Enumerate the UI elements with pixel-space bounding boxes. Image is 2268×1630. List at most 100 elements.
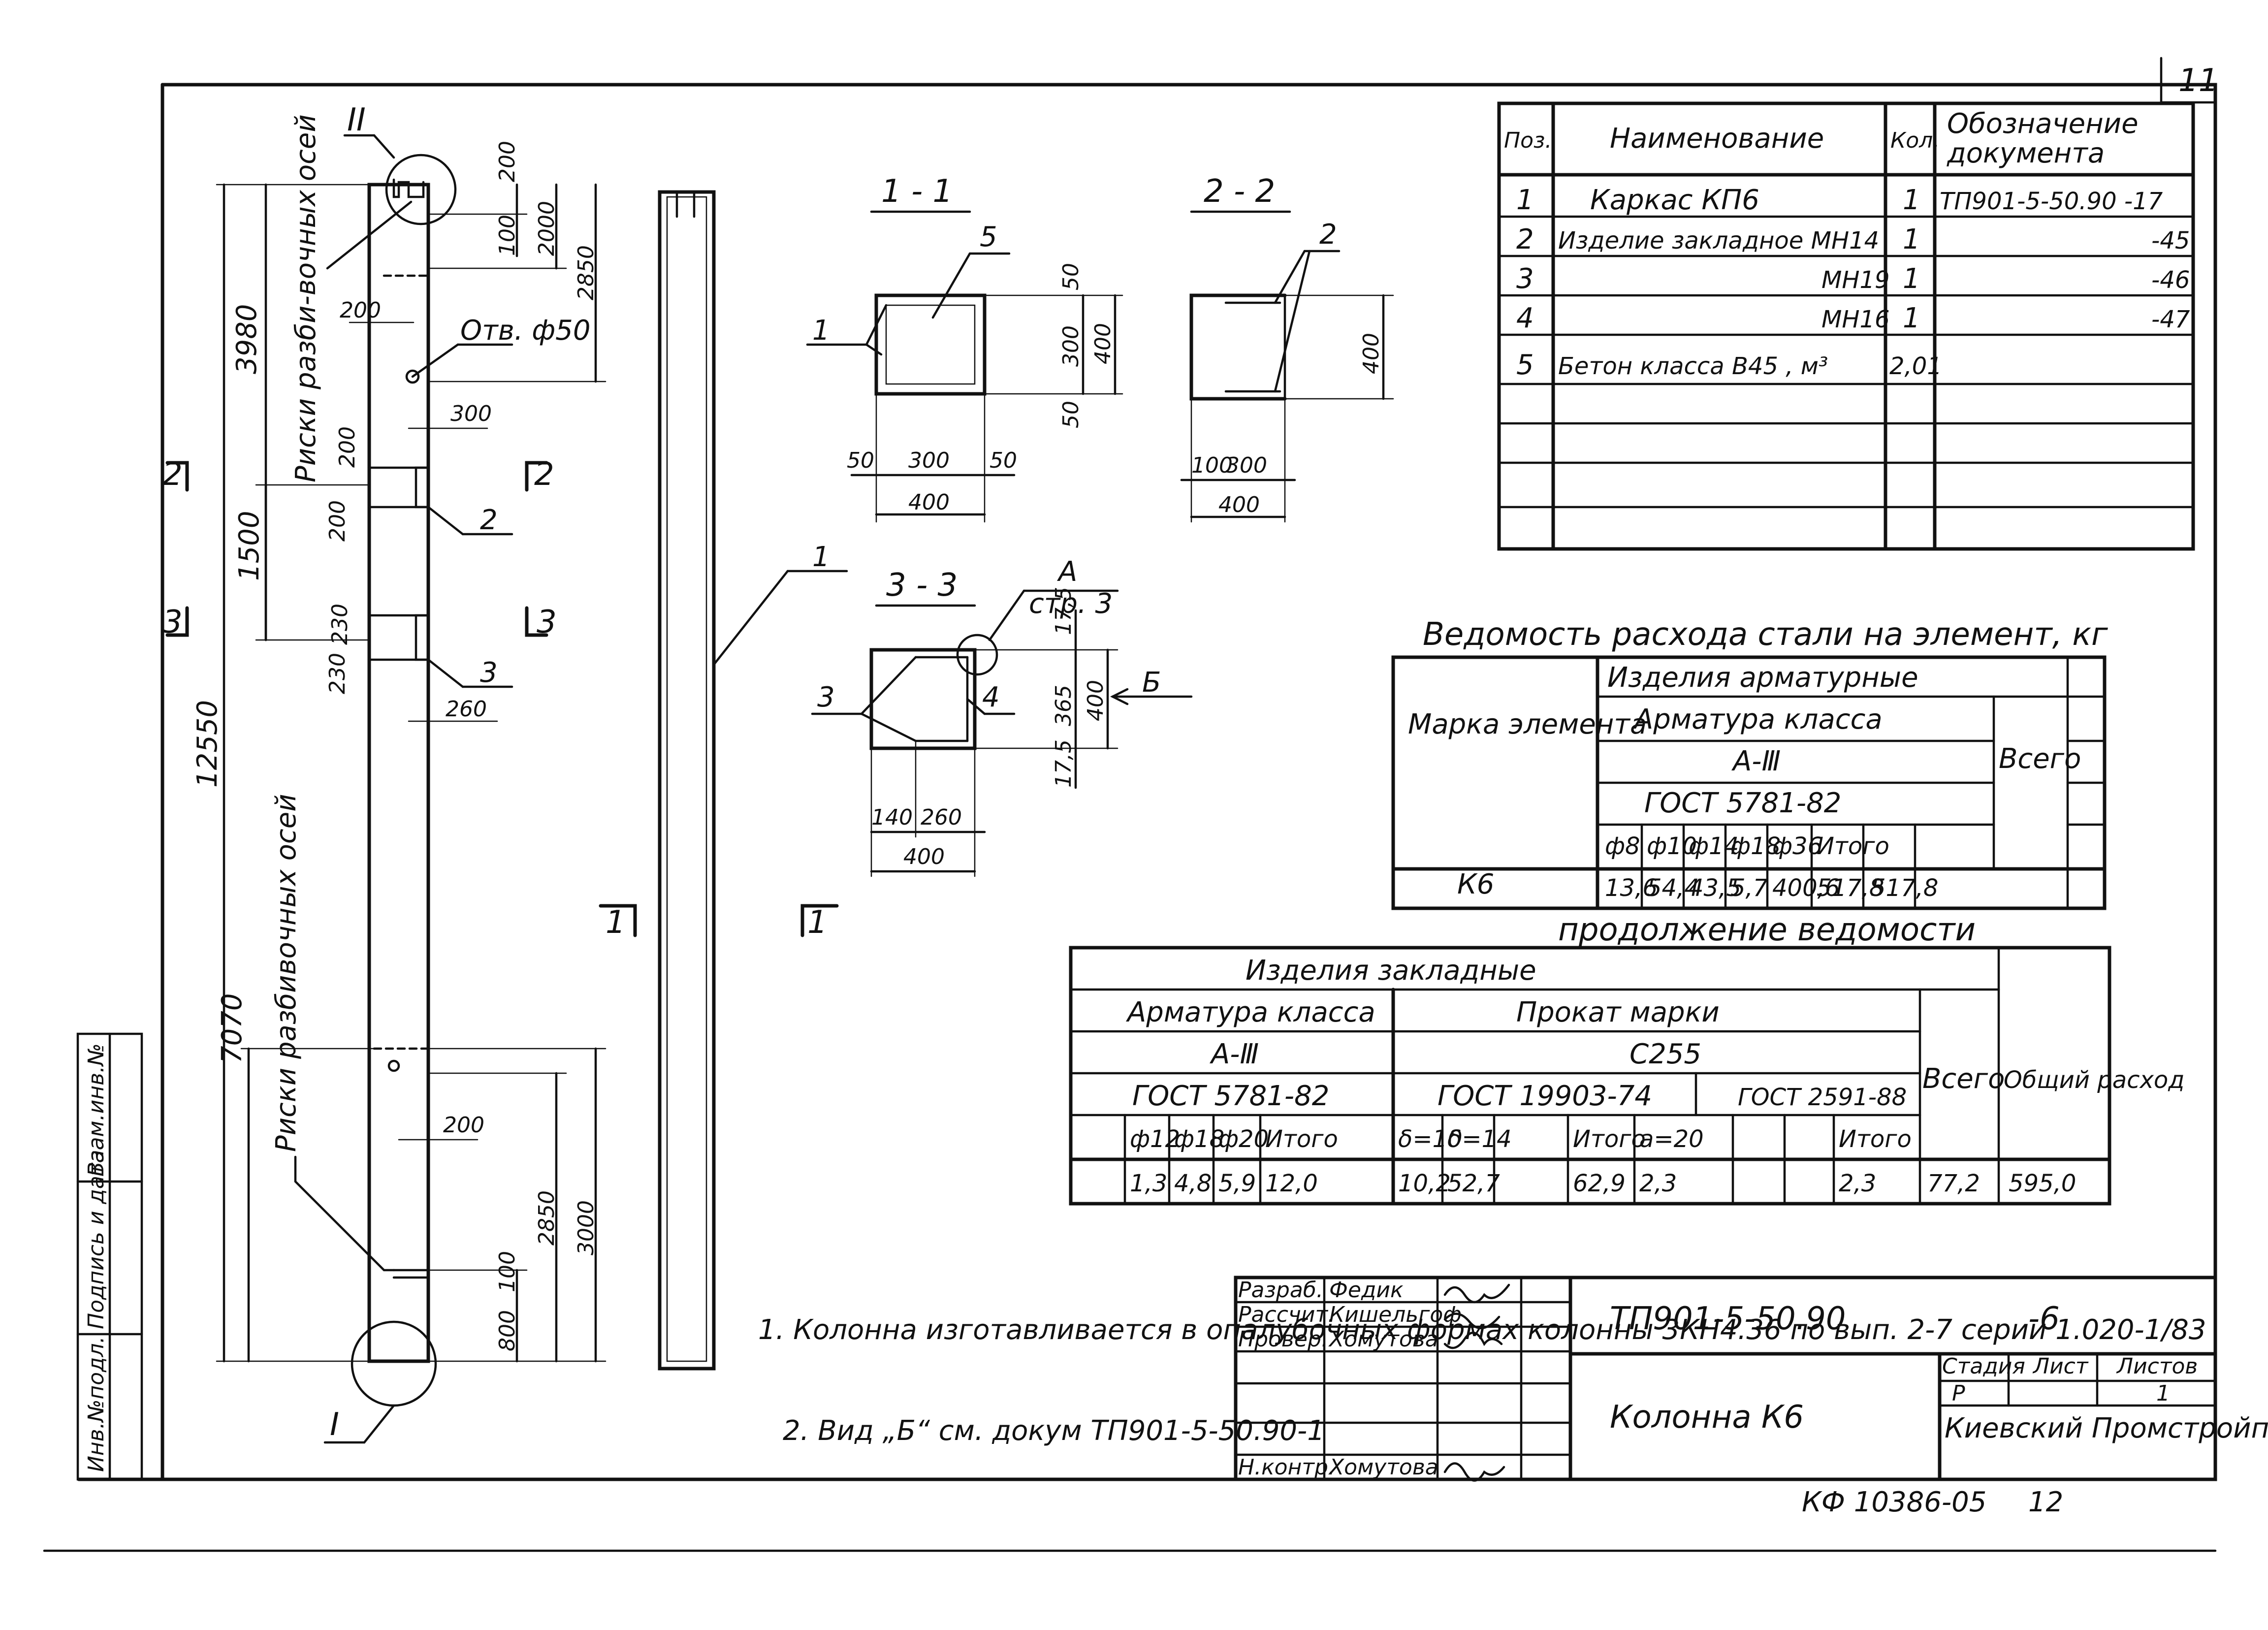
steel2-h-gost3: ГОСТ 2591-88 (1738, 1084, 1907, 1111)
tb-stage-h: Стадия (1942, 1354, 2025, 1379)
steel-v-5: 400,6 (1772, 874, 1840, 902)
steel-h-total: Всего (1999, 743, 2081, 775)
sec33-dim-400v: 400 (1083, 680, 1108, 721)
section-1-1: 1 - 1 5 1 300 50 50 400 50 300 50 400 (806, 173, 1123, 523)
pos-label-4: 4 (982, 681, 1000, 713)
sec33-dim-175a: 17,5 (1051, 587, 1076, 635)
spec-r5-qty: 2,01 (1889, 352, 1942, 380)
steel2-h-rebar-class: Арматура класса (1126, 996, 1375, 1028)
detail-A-ref: стр. 3 (1029, 588, 1113, 620)
dim-top-260: 260 (446, 697, 487, 722)
bottom-code: КФ 10386-05 (1802, 1486, 1986, 1518)
steel2-sub-4: Итого (1265, 1125, 1338, 1153)
dim-left-12550: 12550 (192, 700, 224, 788)
steel-h-products: Изделия арматурные (1607, 662, 1918, 694)
title-block: Разраб. Рассчит. Провер. Н.контр. Федик … (1234, 1276, 2268, 1482)
steel2-title: продолжение ведомости (1558, 912, 1976, 948)
spec-r2-doc: -45 (2151, 227, 2190, 255)
sec22-dim-400h: 400 (1218, 492, 1260, 517)
steel-sub-2: ф10 (1647, 832, 1697, 860)
pos-label-1b: 1 (812, 315, 830, 347)
sec11-dim-50a: 50 (1058, 263, 1084, 290)
tb-sheets: 1 (2156, 1381, 2170, 1406)
steel-v-2: 54,4 (1647, 874, 1699, 902)
sec11-dim-300h: 300 (908, 448, 950, 473)
steel-mark-header: Марка элемента (1408, 708, 1647, 740)
steel-mark: К6 (1457, 868, 1494, 900)
spec-r4-name: МН16 (1821, 306, 1890, 333)
steel2-h-overall: Общий расход (2004, 1066, 2184, 1094)
dim-top-2000: 2000 (534, 201, 559, 256)
tb-role-1: Разраб. (1238, 1278, 1323, 1303)
steel2-v-3: 5,9 (1218, 1170, 1256, 1197)
bottom-page: 12 (2028, 1486, 2063, 1518)
pos-label-1: 1 (812, 541, 830, 573)
steel-sub-3: ф14 (1689, 832, 1739, 860)
steel-sub-6: Итого (1817, 832, 1889, 860)
steel2-v-1: 1,3 (1130, 1170, 1167, 1197)
tb-sheets-h: Листов (2116, 1354, 2198, 1379)
tb-stage: Р (1952, 1381, 1965, 1406)
spec-r2-pos: 2 (1516, 224, 1534, 256)
label-axis-marks-bottom: Риски разбивочных осей (270, 794, 302, 1152)
steel2-v-9: 2,3 (1639, 1170, 1677, 1197)
steel2-h-embedded: Изделия закладные (1246, 955, 1536, 987)
sec11-dim-50c: 50 (847, 448, 874, 473)
spec-r3-name: МН19 (1821, 266, 1890, 294)
pos-label-3b: 3 (817, 681, 835, 713)
signature-2 (1443, 1312, 1501, 1330)
dim-top-300: 300 (450, 401, 492, 426)
spec-r5-pos: 5 (1516, 349, 1534, 381)
note-2: 2. Вид „Б“ см. докум ТП901-5-50.90-1 (783, 1415, 1325, 1447)
spec-r2-name: Изделие закладное МН14 (1558, 227, 1879, 255)
tb-name-6: Хомутова (1328, 1455, 1438, 1480)
steel-v-6: 517,8 (1817, 874, 1884, 902)
sec11-dim-400v: 400 (1090, 323, 1116, 364)
spec-h-qty: Кол. (1890, 128, 1940, 153)
steel2-total: 77,2 (1927, 1170, 1980, 1197)
tb-sheet-h: Лист (2032, 1354, 2089, 1379)
dim-left-7070: 7070 (216, 993, 248, 1063)
sec33-dim-400h: 400 (903, 844, 945, 869)
steel2-sub-8: Итого (1573, 1125, 1646, 1153)
column-side-view: 1 (658, 190, 848, 1371)
steel-h-rebar-class: Арматура класса (1633, 703, 1883, 735)
steel-table-continuation: продолжение ведомости Изделия закладные … (1069, 912, 2184, 1206)
tb-object: Колонна К6 (1610, 1399, 1804, 1436)
tb-org: Киевский Промстройпроект (1945, 1412, 2268, 1444)
sec33-dim-140: 140 (871, 805, 913, 830)
steel-sub-1: ф8 (1605, 832, 1640, 860)
dim-top-200: 200 (495, 141, 520, 182)
steel2-h-total: Всего (1922, 1063, 2005, 1095)
spec-h-doc1: Обозначение (1947, 108, 2139, 140)
cut-3-left: 3 (162, 604, 183, 640)
label-hole: Отв. ф50 (460, 315, 590, 347)
steel2-h-rolled: Прокат марки (1516, 996, 1720, 1028)
column-elevation: II I Отв. ф50 Риски разби-вочных осей Ри… (162, 102, 839, 1444)
dim-top-230b: 230 (325, 653, 350, 694)
signature-1 (1443, 1283, 1510, 1304)
side-stamp: Инв.№подл. Подпись и дата Взам.инв.№ (76, 1032, 143, 1481)
sec11-dim-400h: 400 (908, 490, 950, 515)
tb-doc-code: ТП901-5-50.90 (1610, 1301, 1846, 1337)
spec-r1-pos: 1 (1516, 184, 1534, 216)
steel2-v-4: 12,0 (1265, 1170, 1318, 1197)
pos-label-3: 3 (480, 657, 498, 689)
sheet-number: 11 (2178, 63, 2218, 99)
tb-name-3: Хомутова (1328, 1327, 1438, 1352)
dim-left-3980: 3980 (231, 304, 263, 374)
steel2-sub-6: δ=14 (1447, 1125, 1512, 1153)
sec33-dim-365: 365 (1051, 685, 1076, 726)
pos-label-2b: 2 (1319, 219, 1337, 251)
spec-r3-doc: -46 (2151, 266, 2190, 294)
steel-total: 517,8 (1871, 874, 1938, 902)
specification-table: Поз. Наименование Кол. Обозначение докум… (1497, 101, 2195, 551)
steel2-sub-1: ф12 (1130, 1125, 1180, 1153)
spec-r3-pos: 3 (1516, 263, 1534, 295)
steel-h-class: А-Ⅲ (1731, 745, 1781, 777)
tb-role-3: Провер. (1238, 1327, 1328, 1352)
steel-v-1: 13,6 (1605, 874, 1658, 902)
callout-II: II (347, 102, 366, 138)
